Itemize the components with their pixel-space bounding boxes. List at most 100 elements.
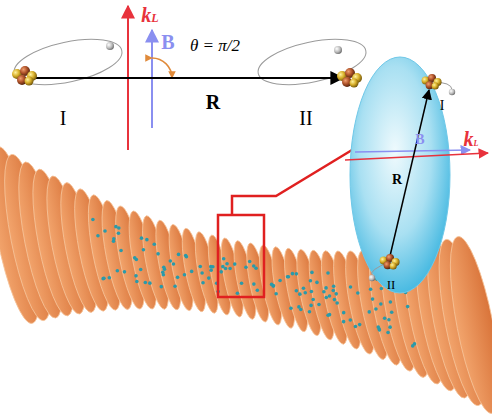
atom — [102, 276, 106, 280]
atom — [389, 300, 393, 304]
atom — [374, 307, 378, 311]
orbit — [10, 31, 126, 93]
atom — [379, 302, 383, 306]
atom — [200, 271, 204, 275]
atom — [349, 285, 353, 289]
atom — [317, 303, 321, 307]
molecule-label: II — [299, 108, 312, 128]
electron — [369, 275, 375, 281]
atom — [324, 286, 328, 290]
atom — [140, 236, 144, 240]
orbit — [432, 82, 452, 90]
atom — [209, 268, 213, 272]
atom — [163, 267, 167, 271]
atom — [248, 260, 252, 264]
atom — [159, 285, 163, 289]
atom — [311, 298, 315, 302]
nucleus — [390, 262, 397, 269]
atom — [369, 287, 373, 291]
atom — [380, 287, 384, 291]
atom — [207, 276, 211, 280]
atom — [289, 306, 293, 310]
atom — [295, 289, 299, 293]
molecule-label: II — [387, 278, 396, 291]
molecule-label: I — [440, 99, 445, 113]
atom — [219, 270, 223, 274]
atom — [328, 294, 332, 298]
atom — [236, 291, 240, 295]
molecule-label: I — [60, 108, 67, 128]
atom — [376, 325, 380, 329]
atom — [287, 275, 291, 279]
atom — [371, 297, 375, 301]
atom — [135, 280, 139, 284]
separation-arrow — [30, 77, 343, 79]
atom — [333, 298, 337, 302]
laser-wavevector — [345, 153, 488, 160]
molecule — [422, 74, 456, 95]
atom — [119, 249, 123, 253]
zoom-leader — [232, 150, 352, 215]
nucleus — [350, 79, 359, 88]
electron — [449, 89, 455, 95]
atom — [173, 284, 177, 288]
atom — [225, 262, 229, 266]
atom — [274, 292, 278, 296]
separation-label: R — [392, 173, 402, 187]
atom — [326, 313, 330, 317]
atom — [302, 286, 306, 290]
wavevector-label: kL — [464, 129, 479, 149]
atom — [222, 257, 226, 261]
atom — [349, 318, 353, 322]
atom — [335, 301, 339, 305]
atom — [177, 253, 181, 257]
inset-region — [350, 57, 450, 293]
atom — [156, 252, 160, 256]
atom — [388, 325, 392, 329]
atom — [101, 277, 105, 281]
atom — [383, 316, 387, 320]
atom — [298, 292, 302, 296]
atom — [185, 255, 189, 259]
atom — [252, 282, 256, 286]
atom — [139, 268, 143, 272]
atom — [152, 243, 156, 247]
atom — [228, 267, 232, 271]
atom — [342, 320, 346, 324]
atom — [332, 284, 336, 288]
atom — [278, 279, 282, 283]
atom — [112, 237, 116, 241]
field-label: B — [161, 32, 174, 52]
atom — [144, 281, 148, 285]
atom — [308, 310, 312, 314]
atom — [244, 265, 248, 269]
atom — [117, 231, 121, 235]
atom — [310, 271, 314, 275]
atom — [322, 290, 326, 294]
angle-label: θ = π/2 — [190, 37, 240, 54]
separation-label: R — [206, 92, 220, 112]
atom — [117, 226, 121, 230]
atom — [209, 265, 213, 269]
atom — [240, 281, 244, 285]
atom — [310, 290, 314, 294]
nucleus — [432, 82, 439, 89]
atom — [91, 218, 95, 222]
atom — [224, 267, 228, 271]
molecules — [12, 42, 455, 281]
separation-arrow — [390, 90, 429, 256]
atom — [342, 311, 346, 315]
atom — [326, 271, 330, 275]
atom — [309, 279, 313, 283]
field-label: B — [415, 133, 424, 147]
atom — [134, 274, 138, 278]
atom — [334, 292, 338, 296]
atom — [256, 288, 260, 292]
atom — [252, 264, 256, 268]
atom — [297, 305, 301, 309]
atom — [103, 229, 107, 233]
atom — [145, 238, 149, 242]
atom — [142, 248, 146, 252]
atom — [107, 276, 111, 280]
